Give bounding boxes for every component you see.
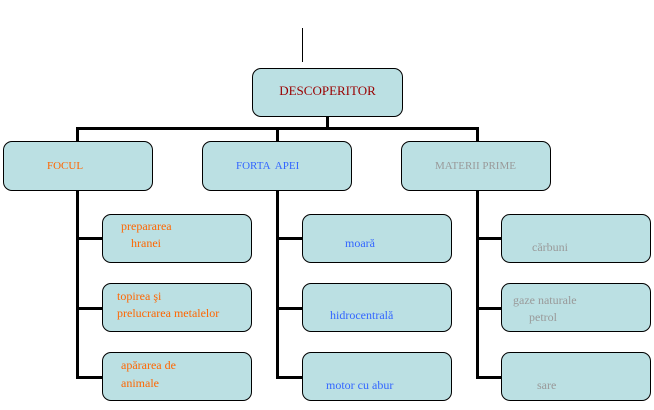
root-stem [326,116,329,130]
node-text: prepararea [121,219,172,233]
stub [476,237,503,240]
stub [476,307,503,310]
stub [276,237,303,240]
node-label: FOCUL [47,160,84,172]
node-text: apărarea de [121,358,176,372]
node-label: MATERII PRIME [435,160,516,172]
node-text: cărbuni [532,240,568,254]
node-text: petrol [529,310,557,324]
node-materii-prime: MATERII PRIME [401,141,551,191]
stub [276,376,303,379]
root-label: DESCOPERITOR [279,83,376,98]
node-text: topirea şi [117,289,162,303]
node-text: gaze naturale [513,293,577,307]
drop-forta [276,127,279,142]
root-node: DESCOPERITOR [252,68,403,117]
drop-focul [76,127,79,142]
node-forta-apei: FORTA APEI [202,141,352,191]
node-gaze-naturale-petrol: gaze naturale petrol [501,283,651,332]
trunk-materii [476,190,479,379]
node-apararea-de-animale: apărarea de animale [102,352,252,401]
node-text: prelucrarea metalelor [117,306,220,320]
node-text: animale [121,376,159,390]
stub [76,376,103,379]
stub [76,237,103,240]
node-prepararea-hranei: prepararea hranei [102,214,252,263]
node-text: hidrocentrală [330,308,394,322]
node-moara: moară [302,214,452,263]
node-sare: sare [501,352,651,401]
stub [476,376,503,379]
node-focul: FOCUL [3,141,153,191]
node-carbuni: cărbuni [501,214,651,263]
node-topirea-metalelor: topirea şi prelucrarea metalelor [102,283,252,332]
node-text: moară [345,236,375,250]
trunk-focul [76,190,79,379]
trunk-forta [276,190,279,379]
top-connector [302,28,303,62]
node-hidrocentrala: hidrocentrală [302,283,452,332]
drop-materii [476,127,479,142]
node-text: sare [537,378,557,392]
stub [76,307,103,310]
stub [276,307,303,310]
node-label: FORTA APEI [236,160,300,172]
node-text: hranei [131,236,161,250]
node-text: motor cu abur [326,378,394,392]
node-motor-cu-abur: motor cu abur [302,352,452,401]
